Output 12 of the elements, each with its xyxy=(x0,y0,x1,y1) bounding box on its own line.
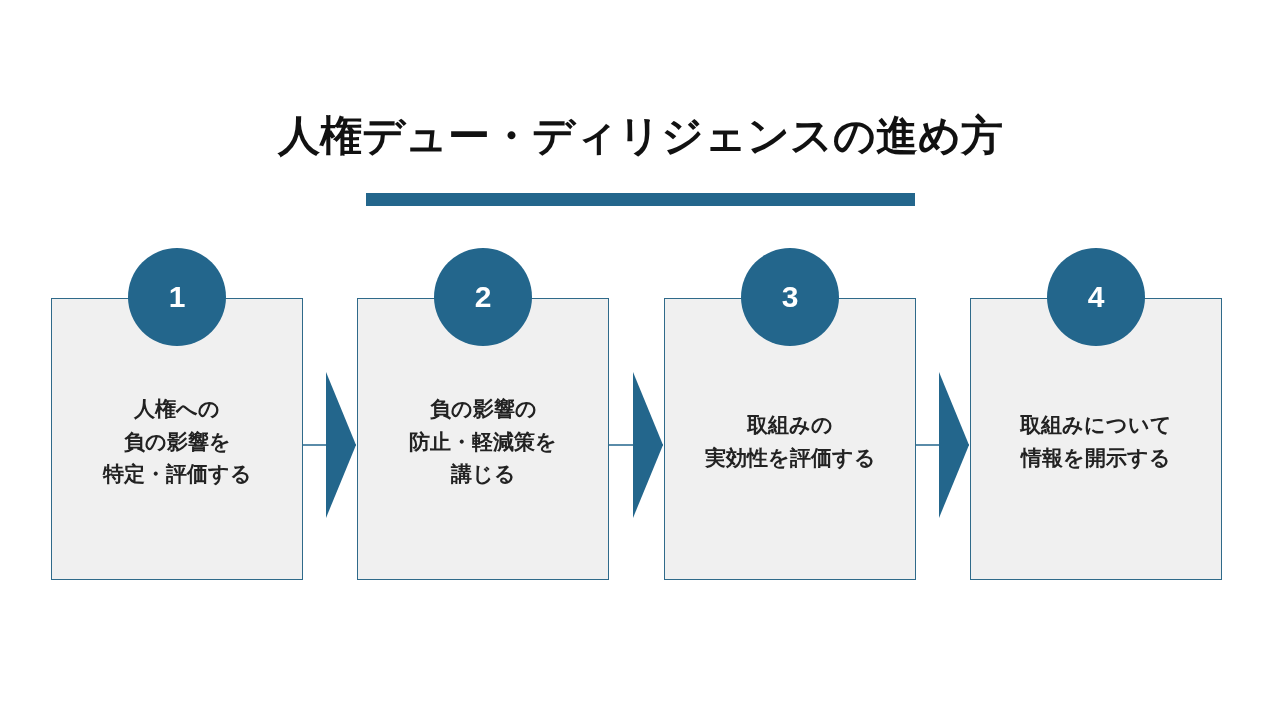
step-number: 3 xyxy=(781,280,799,314)
chevron-arrow xyxy=(302,372,357,518)
step-text: 負の影響の防止・軽減策を講じる xyxy=(409,396,557,489)
step-text: 人権への負の影響を特定・評価する xyxy=(102,396,252,489)
step-number: 4 xyxy=(1087,280,1105,314)
chevron-arrow xyxy=(915,372,970,518)
step-text: 取組みの実効性を評価する xyxy=(704,412,876,472)
step-number: 2 xyxy=(474,280,492,314)
chevron-arrow xyxy=(608,372,664,518)
step-number: 1 xyxy=(168,280,186,314)
step-text: 取組みについて情報を開示する xyxy=(1020,412,1172,472)
title: 人権デュー・ディリジェンスの進め方 xyxy=(277,110,1003,162)
